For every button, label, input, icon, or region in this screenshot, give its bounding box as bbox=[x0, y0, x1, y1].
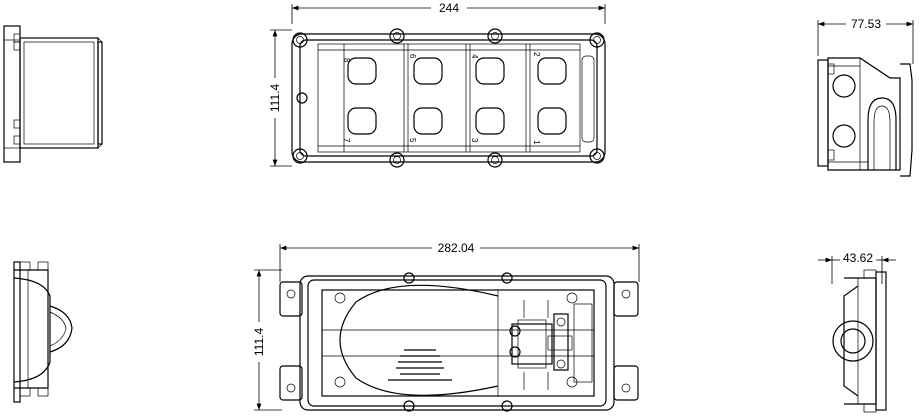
port-label-6: 6 bbox=[408, 54, 417, 59]
bottom-height-dim: 111.4 bbox=[252, 328, 266, 357]
port-label-4: 4 bbox=[470, 54, 479, 59]
port-cutouts bbox=[347, 57, 567, 135]
top-height-dim: 111.4 bbox=[268, 84, 282, 113]
top-right-depth-dim: 77.53 bbox=[851, 17, 881, 31]
port-label-2: 2 bbox=[532, 52, 541, 57]
port-label-1: 1 bbox=[532, 140, 541, 145]
top-width-dim: 244 bbox=[439, 1, 459, 15]
bottom-width-dim: 282.04 bbox=[438, 241, 475, 255]
port-label-3: 3 bbox=[470, 138, 479, 143]
port-label-5: 5 bbox=[408, 138, 417, 143]
side-view-bottom-left bbox=[13, 261, 73, 403]
port-label-7: 7 bbox=[342, 138, 351, 143]
bottom-right-depth-dim: 43.62 bbox=[843, 251, 873, 265]
end-view-bottom-right: 43.62 bbox=[818, 251, 896, 413]
hatch-pattern bbox=[388, 349, 452, 381]
top-view-center: 244 111.4 bbox=[268, 1, 606, 168]
bottom-view-center: 282.04 111.4 bbox=[252, 241, 640, 412]
end-view-top-right: 77.53 bbox=[817, 17, 914, 177]
side-view-top-left bbox=[3, 25, 103, 163]
port-label-8: 8 bbox=[342, 58, 351, 63]
